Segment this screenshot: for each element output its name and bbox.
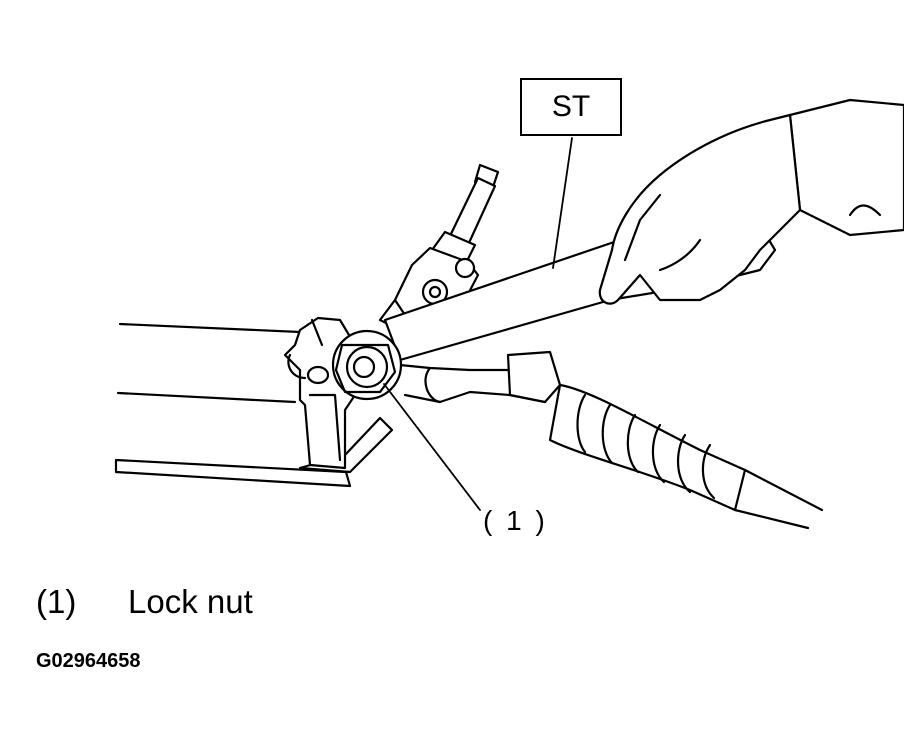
- legend-text: Lock nut: [128, 583, 253, 620]
- hand-illustration: [598, 98, 904, 305]
- legend-item: (1) Lock nut: [36, 583, 253, 621]
- figure-id: G02964658: [36, 650, 141, 672]
- legend-number: (1): [36, 583, 77, 620]
- special-tool-label: ST: [520, 78, 622, 136]
- callout-number-1: ( 1 ): [483, 505, 548, 536]
- tie-rod-and-boot: [398, 350, 824, 530]
- leader-lines: [383, 137, 573, 511]
